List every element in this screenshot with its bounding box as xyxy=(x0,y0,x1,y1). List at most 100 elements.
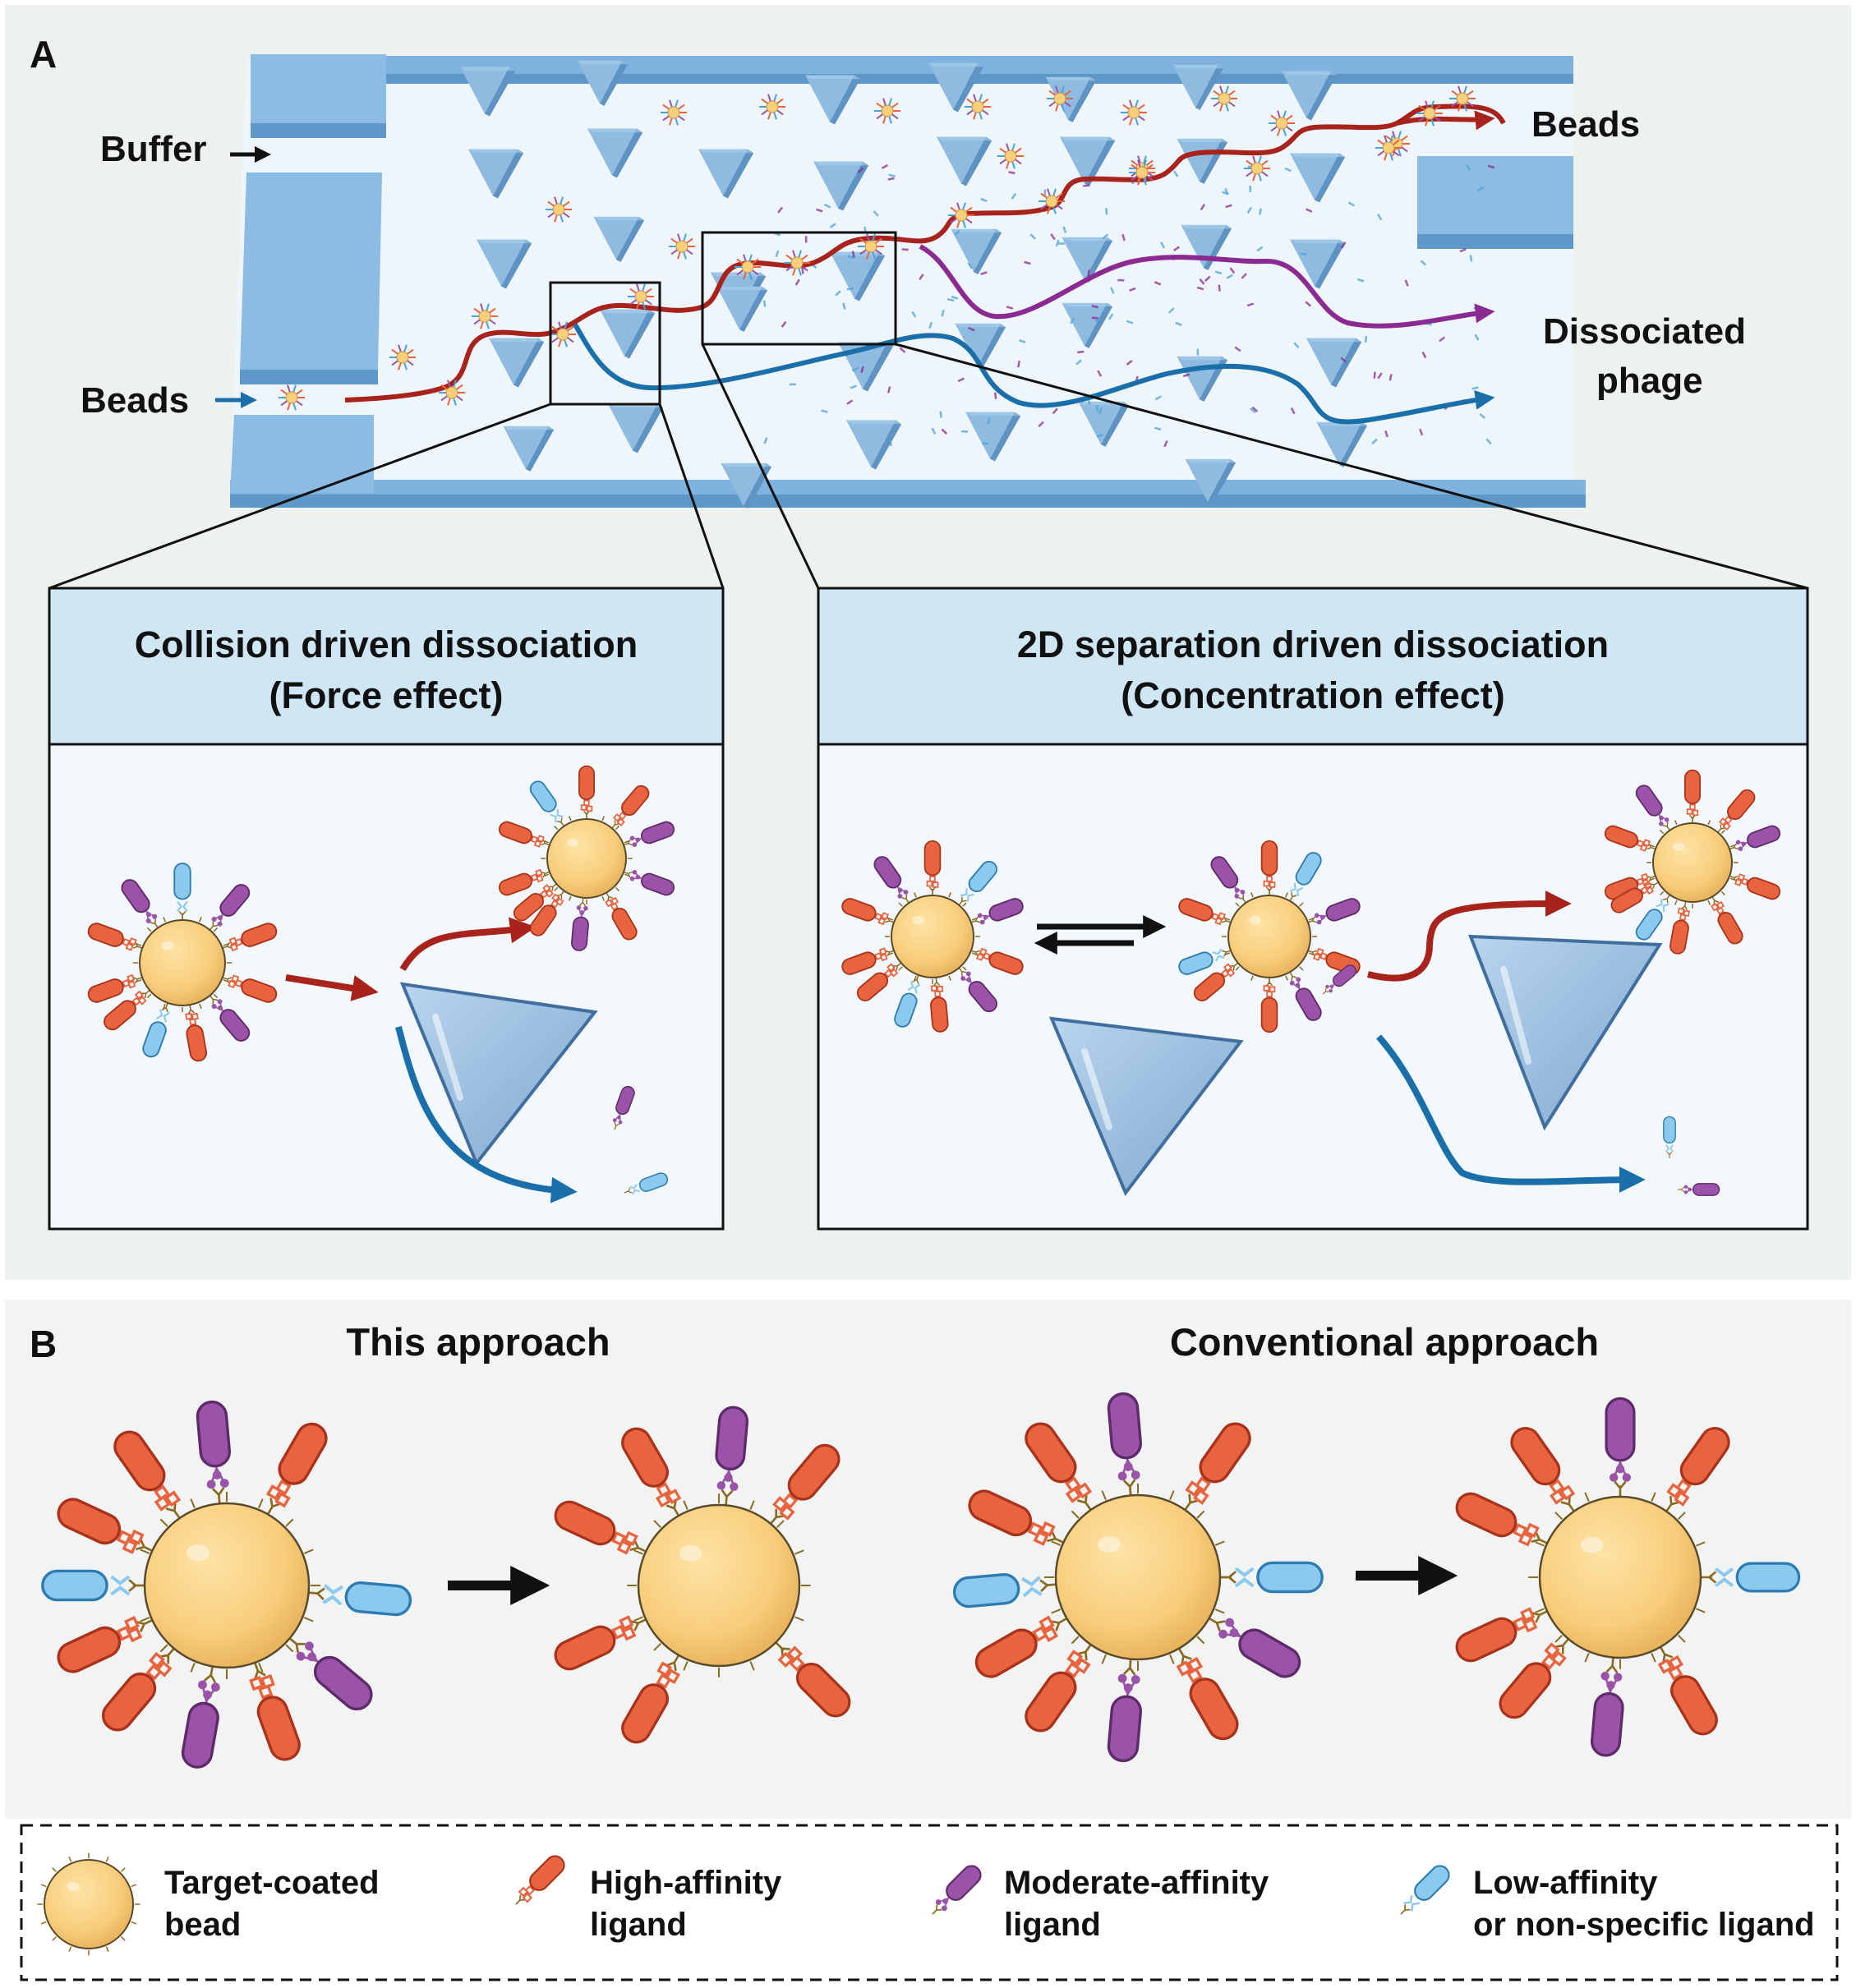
pillar xyxy=(928,62,984,113)
low-ligand xyxy=(142,1002,170,1058)
high-ligand xyxy=(265,1422,328,1516)
legend-icons xyxy=(37,1852,1450,1956)
legend-bead-icon xyxy=(37,1852,140,1956)
separation-pillar-right xyxy=(1468,934,1663,1131)
moderate-ligand xyxy=(623,869,675,896)
high-ligand xyxy=(1669,901,1690,955)
high-ligand xyxy=(554,1615,647,1671)
small-bead xyxy=(1210,85,1238,112)
pillar xyxy=(460,67,516,117)
low-ligand xyxy=(952,1573,1057,1608)
legend-bead-line1: Target-coated xyxy=(164,1865,380,1901)
pillar xyxy=(489,338,545,388)
legend-high-line1: High-affinity xyxy=(590,1865,782,1901)
pillar xyxy=(937,136,992,186)
pillar xyxy=(577,60,629,106)
high-ligand xyxy=(1455,1492,1548,1547)
bead-after-separation xyxy=(1604,769,1781,955)
pillar xyxy=(1172,64,1224,110)
moderate-ligand xyxy=(1210,856,1246,904)
high-ligand xyxy=(856,962,902,1001)
high-ligand xyxy=(841,947,895,975)
high-ligand xyxy=(1176,1647,1239,1741)
legend-box xyxy=(20,1824,1839,1981)
high-ligand xyxy=(1604,825,1656,852)
legend-low-line2: or non-specific ligand xyxy=(1473,1907,1815,1943)
phage-trajectory-blue xyxy=(573,323,1495,425)
small-bead xyxy=(278,384,306,411)
bead-after-collision xyxy=(498,765,675,951)
collision-title-line1: Collision driven dissociation xyxy=(135,624,638,665)
pillar xyxy=(1185,458,1237,504)
low-ligand xyxy=(1663,1116,1676,1158)
high-ligand xyxy=(113,1430,182,1519)
pillar xyxy=(1062,237,1113,283)
low-ligand xyxy=(958,860,997,906)
pillar xyxy=(805,75,861,125)
zoom-lines xyxy=(48,343,1808,590)
legend-low-line1: Low-affinity xyxy=(1473,1865,1658,1901)
dissociated-label-line1: Dissociated xyxy=(1543,311,1746,352)
pillar xyxy=(1290,239,1346,289)
high-ligand xyxy=(57,1498,153,1554)
bead-exit-arrow-right xyxy=(1367,890,1572,982)
high-ligand xyxy=(222,974,278,1003)
small-bead xyxy=(1375,135,1402,161)
moderate-ligand xyxy=(1208,1617,1301,1678)
pillar xyxy=(593,216,645,262)
pillar xyxy=(1290,153,1346,203)
low-ligand xyxy=(1400,1865,1450,1915)
bead-this-after xyxy=(554,1406,851,1744)
high-ligand xyxy=(1711,896,1743,945)
legend-high-line2: ligand xyxy=(590,1907,687,1943)
small-bead xyxy=(947,202,975,228)
small-bead xyxy=(857,233,885,260)
high-ligand xyxy=(769,1443,840,1525)
high-ligand xyxy=(1729,873,1781,900)
microfluidic-channel xyxy=(230,54,1586,508)
low-ligand xyxy=(41,1569,145,1602)
small-bead xyxy=(873,98,901,124)
moderate-ligand xyxy=(1107,1659,1142,1763)
small-bead xyxy=(783,250,811,276)
small-bead xyxy=(668,233,696,260)
high-ligand xyxy=(515,1855,565,1905)
high-ligand xyxy=(1717,789,1756,833)
moderate-ligand xyxy=(1289,971,1322,1021)
moderate-ligand xyxy=(970,898,1024,925)
high-ligand xyxy=(498,821,550,848)
pillar xyxy=(600,309,656,359)
conventional-approach-title: Conventional approach xyxy=(1170,1320,1599,1364)
bead-equilibrium-left xyxy=(841,840,1024,1033)
moderate-ligand xyxy=(958,967,997,1013)
pillar xyxy=(698,149,754,199)
pillar xyxy=(503,426,555,472)
moderate-ligand xyxy=(571,897,589,951)
high-ligand xyxy=(841,898,895,926)
small-bead xyxy=(1120,99,1148,126)
high-ligand xyxy=(1193,962,1239,1001)
pillar xyxy=(1060,136,1116,186)
moderate-ligand xyxy=(288,1637,373,1711)
high-ligand xyxy=(974,1615,1068,1678)
low-ligand xyxy=(173,863,191,920)
collision-pillar xyxy=(399,982,598,1167)
bead-conventional-after xyxy=(1455,1397,1801,1757)
bead-before-collision xyxy=(87,863,278,1062)
small-bead xyxy=(389,344,417,370)
high-ligand xyxy=(1657,1646,1718,1736)
approach-arrow xyxy=(285,974,379,1001)
high-ligand xyxy=(578,765,595,819)
high-ligand xyxy=(101,1647,175,1732)
moderate-ligand xyxy=(1590,1657,1624,1757)
high-ligand xyxy=(930,977,949,1033)
low-ligand xyxy=(1635,894,1671,941)
pillar xyxy=(468,149,524,199)
separation-illustration xyxy=(841,769,1781,1196)
dissociated-label-line2: phage xyxy=(1596,361,1703,401)
high-ligand xyxy=(222,923,278,952)
separation-title-line2: (Concentration effect) xyxy=(1121,674,1505,716)
phage-exit-arrow-right xyxy=(1376,1034,1646,1194)
high-ligand xyxy=(104,989,150,1031)
high-ligand xyxy=(1025,1422,1093,1511)
